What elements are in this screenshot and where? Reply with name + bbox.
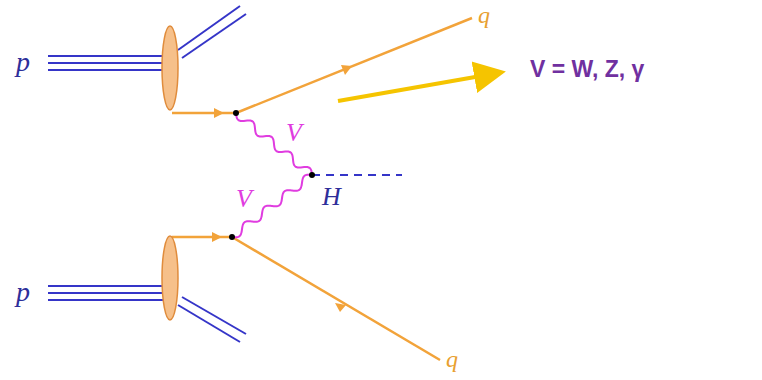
label-anchor: q [446, 346, 458, 373]
label-anchor: H [322, 182, 341, 212]
particle-label: V [236, 184, 252, 213]
vertex-dots [229, 110, 315, 240]
particle-label: p [16, 46, 30, 77]
proton-lines [48, 56, 168, 300]
label-anchor: V [236, 184, 252, 214]
particle-label: p [16, 276, 30, 307]
proton-remnants [178, 6, 246, 342]
particle-label: V [286, 118, 302, 147]
proton-blobs [162, 26, 178, 320]
boson-wave [232, 175, 312, 238]
label-anchor: p [16, 46, 30, 78]
particle-label: q [478, 2, 490, 28]
label-anchor: p [16, 276, 30, 308]
particle-label: H [322, 182, 341, 211]
label-anchor: V = W, Z, γ [530, 56, 644, 83]
particle-label: q [446, 346, 458, 372]
label-anchor: V [286, 118, 302, 148]
higgs-line [312, 174, 402, 176]
quark-lines [172, 18, 472, 360]
boson-note: V = W, Z, γ [530, 56, 644, 82]
pointer-arrow [338, 73, 498, 101]
boson-wave [236, 113, 312, 175]
label-anchor: q [478, 2, 490, 29]
quark-arrowheads [212, 65, 352, 312]
